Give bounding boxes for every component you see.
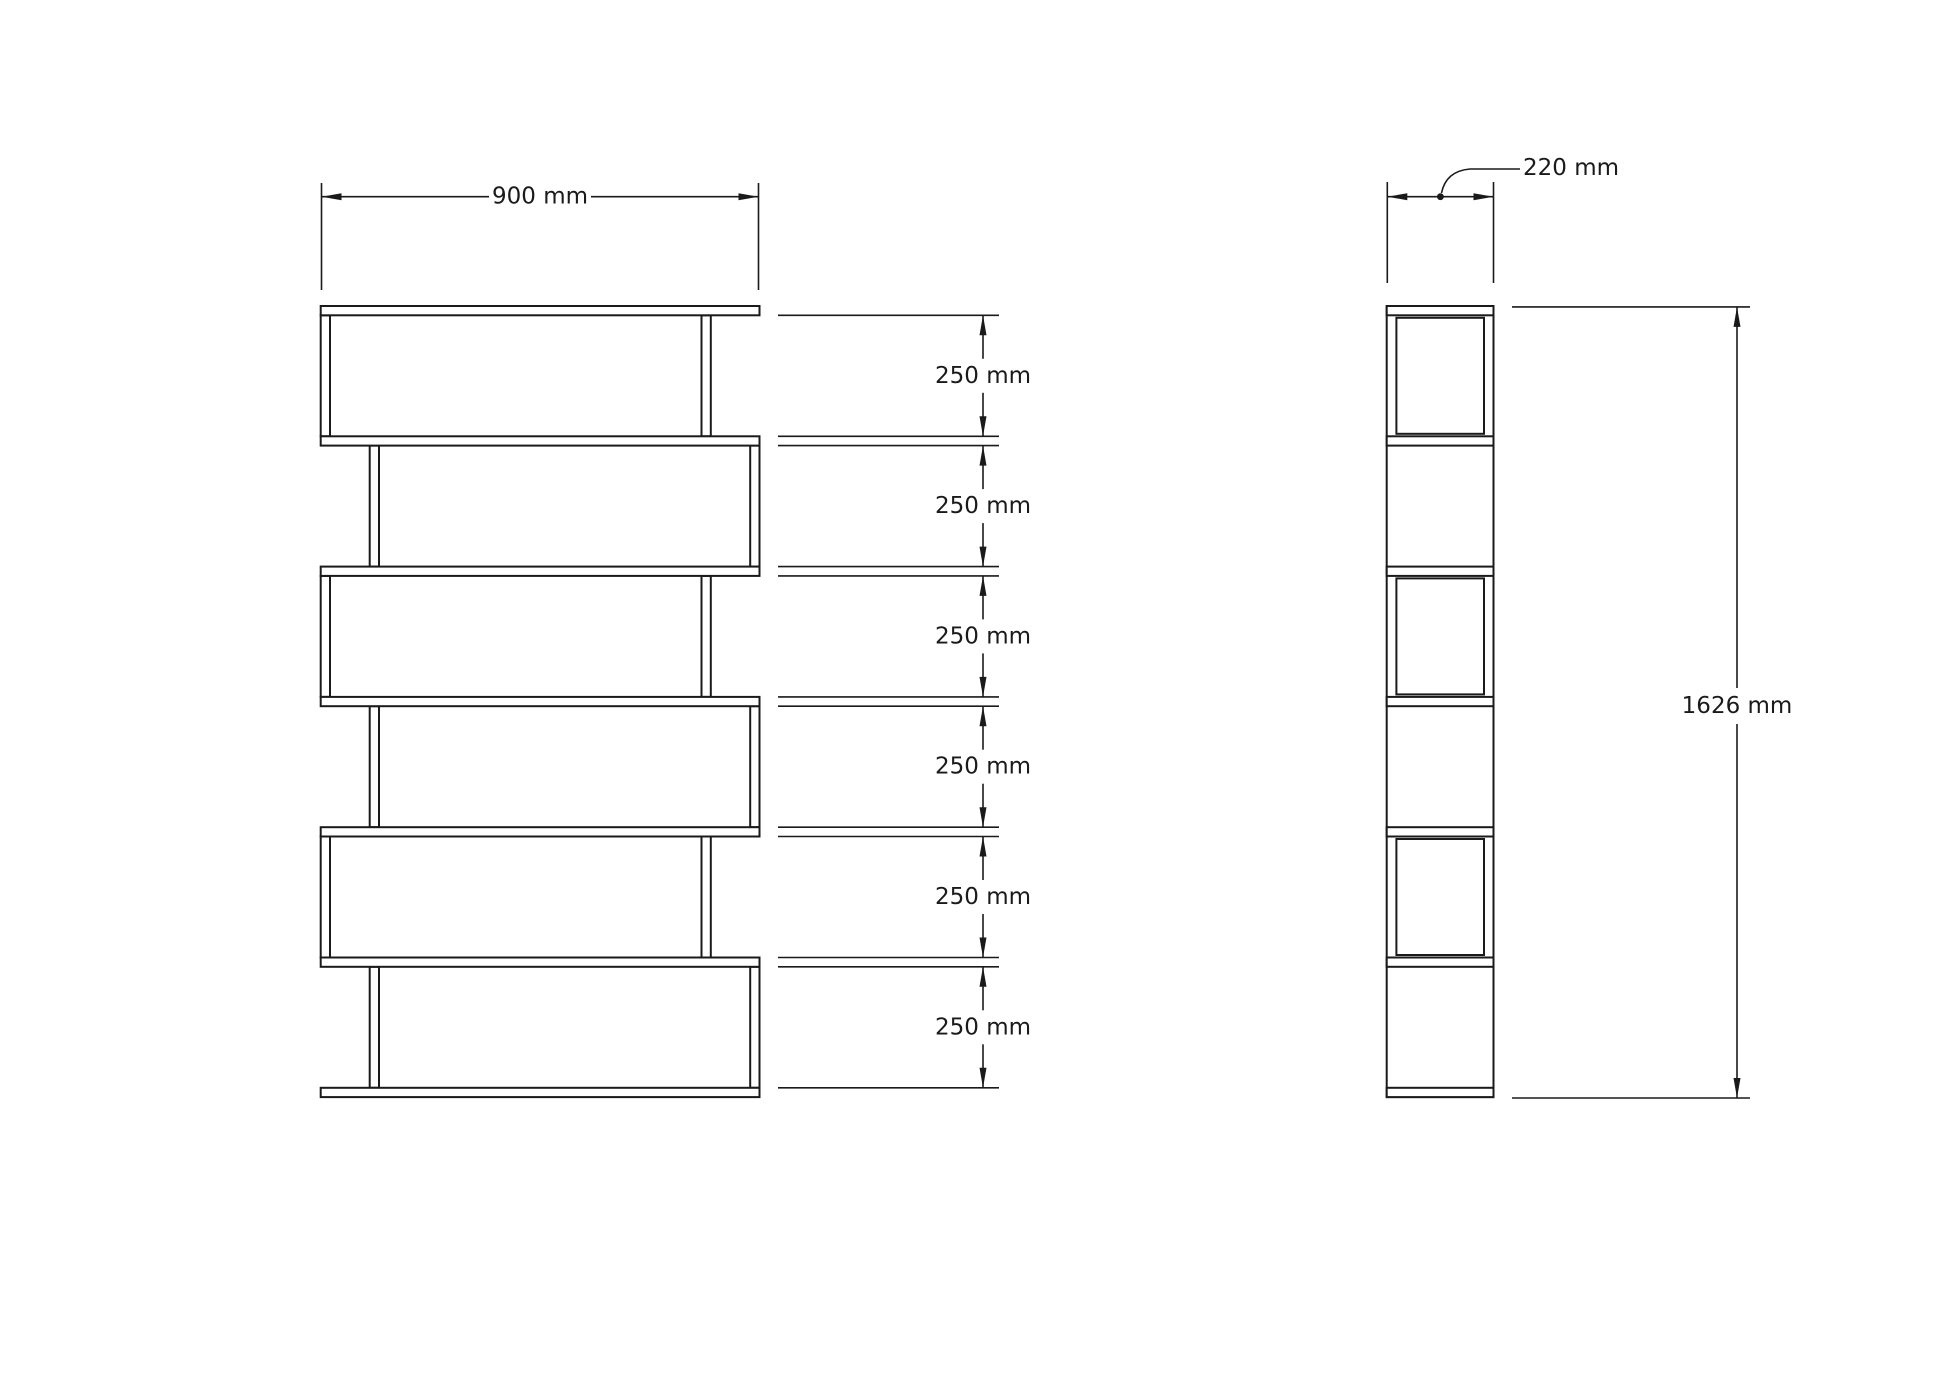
- arrowhead-left: [1387, 193, 1408, 201]
- gap-dimension-label: 250 mm: [935, 754, 1031, 780]
- side-wall-panel-section1: [1395, 316, 1486, 435]
- side-plank-2: [1385, 435, 1495, 447]
- dimension-overall-height: 1626 mm: [1512, 306, 1793, 1099]
- front-view: [319, 305, 761, 1099]
- arrowhead-up: [979, 315, 987, 336]
- front-wall-gap5-right: [700, 835, 712, 959]
- arrowhead-down: [979, 807, 987, 828]
- front-wall-gap1-right: [700, 314, 712, 438]
- arrowhead-down: [979, 676, 987, 697]
- side-depth-label: 220 mm: [1523, 155, 1619, 181]
- arrowhead-down: [979, 937, 987, 958]
- front-wall-gap6-left: [368, 965, 381, 1089]
- side-plank-7: [1385, 1086, 1495, 1099]
- arrowhead-right: [1473, 193, 1494, 201]
- arrowhead-right: [738, 193, 759, 201]
- gap-dimension-label: 250 mm: [935, 1014, 1031, 1040]
- front-plank-4: [319, 695, 761, 708]
- gap-dimension-label: 250 mm: [935, 363, 1031, 389]
- front-width-label: 900 mm: [492, 184, 588, 210]
- front-wall-gap6-right: [749, 965, 761, 1089]
- front-wall-gap3-left: [319, 574, 332, 698]
- front-wall-gap4-right: [749, 705, 761, 829]
- front-plank-3: [319, 565, 761, 577]
- front-wall-gap2-left: [368, 444, 381, 568]
- arrowhead-up: [979, 966, 987, 987]
- front-plank-5: [319, 826, 761, 838]
- dimension-side-depth: 220 mm: [1386, 155, 1619, 283]
- gap-dimension-label: 250 mm: [935, 884, 1031, 910]
- side-plank-5: [1385, 826, 1495, 838]
- side-wall-panel-section3: [1395, 577, 1486, 696]
- front-plank-7: [319, 1086, 761, 1099]
- front-wall-gap5-left: [319, 835, 332, 959]
- front-plank-6: [319, 956, 761, 968]
- arrowhead-up: [979, 575, 987, 596]
- front-plank-2: [319, 435, 761, 447]
- arrowhead-up: [979, 836, 987, 857]
- arrowhead-up: [979, 706, 987, 727]
- gap-dimension-label: 250 mm: [935, 493, 1031, 519]
- side-view: [1385, 305, 1495, 1099]
- dimension-shelf-gaps: 250 mm 250 mm 250 mm 250 mm 250 mm 250 m…: [778, 314, 1031, 1089]
- side-plank-3: [1385, 565, 1495, 577]
- side-wall-panel-section5: [1395, 838, 1486, 956]
- front-wall-gap3-right: [700, 574, 712, 698]
- gap-dimension-label: 250 mm: [935, 623, 1031, 649]
- arrowhead-down: [1733, 1078, 1741, 1098]
- front-wall-gap1-left: [319, 314, 332, 438]
- side-plank-6: [1385, 956, 1495, 968]
- arrowhead-up: [1733, 306, 1741, 327]
- leader-line: [1440, 168, 1520, 194]
- front-wall-gap2-right: [749, 444, 761, 568]
- dimension-front-width: 900 mm: [320, 183, 760, 290]
- arrowhead-up: [979, 445, 987, 466]
- leader-dot: [1437, 193, 1444, 201]
- arrowhead-down: [979, 1067, 987, 1088]
- front-plank-1: [319, 305, 761, 317]
- side-plank-1: [1385, 305, 1495, 317]
- side-plank-4: [1385, 695, 1495, 708]
- arrowhead-left: [321, 193, 342, 201]
- arrowhead-down: [979, 546, 987, 567]
- arrowhead-down: [979, 416, 987, 437]
- overall-height-label: 1626 mm: [1682, 693, 1793, 719]
- front-wall-gap4-left: [368, 705, 381, 829]
